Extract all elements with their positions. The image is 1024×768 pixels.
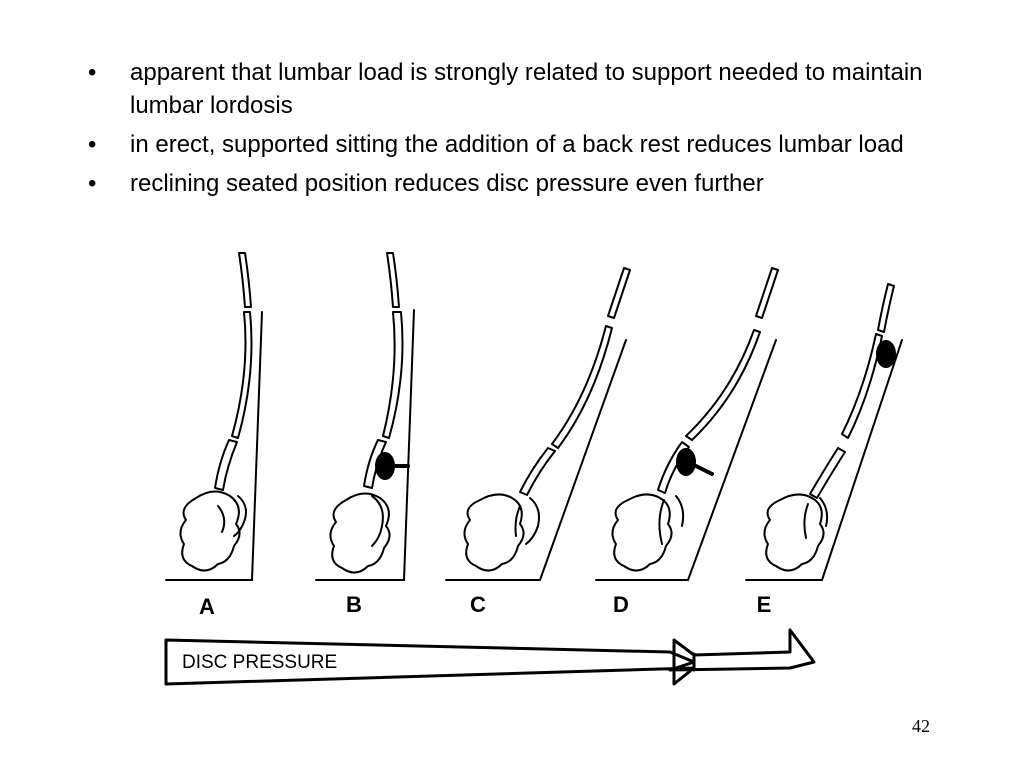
panel-c-figure <box>445 267 631 581</box>
panel-a-figure <box>165 252 263 581</box>
disc-pressure-arrow <box>164 628 816 686</box>
page-number: 42 <box>912 716 930 736</box>
panel-e-figure <box>745 283 903 581</box>
panel-label-d: D <box>613 592 629 617</box>
disc-pressure-label: DISC PRESSURE <box>182 652 337 673</box>
panel-b-figure <box>315 252 415 581</box>
bullet-marker: • <box>88 170 97 197</box>
bullet-text: reclining seated position reduces disc p… <box>130 170 764 197</box>
bullet-text: in erect, supported sitting the addition… <box>130 131 904 158</box>
bullet-list: • apparent that lumbar load is strongly r… <box>88 56 948 206</box>
panel-label-c: C <box>470 592 486 617</box>
panel-label-a: A <box>199 594 215 619</box>
panel-d-figure <box>595 267 779 581</box>
bullet-marker: • <box>88 131 97 158</box>
bullet-item: • in erect, supported sitting the additio… <box>88 128 948 161</box>
bullet-item: • apparent that lumbar load is strongly r… <box>88 56 948 122</box>
panel-label-b: B <box>346 592 362 617</box>
lumbar-support-pad-d <box>676 448 696 476</box>
lumbar-support-pad-b <box>375 452 395 480</box>
thoracic-support-pad-e <box>876 340 896 368</box>
bullet-text: apparent that lumbar load is strongly re… <box>130 59 923 119</box>
bullet-item: • reclining seated position reduces disc … <box>88 167 948 200</box>
panel-label-e: E <box>757 592 772 617</box>
bullet-marker: • <box>88 59 97 86</box>
